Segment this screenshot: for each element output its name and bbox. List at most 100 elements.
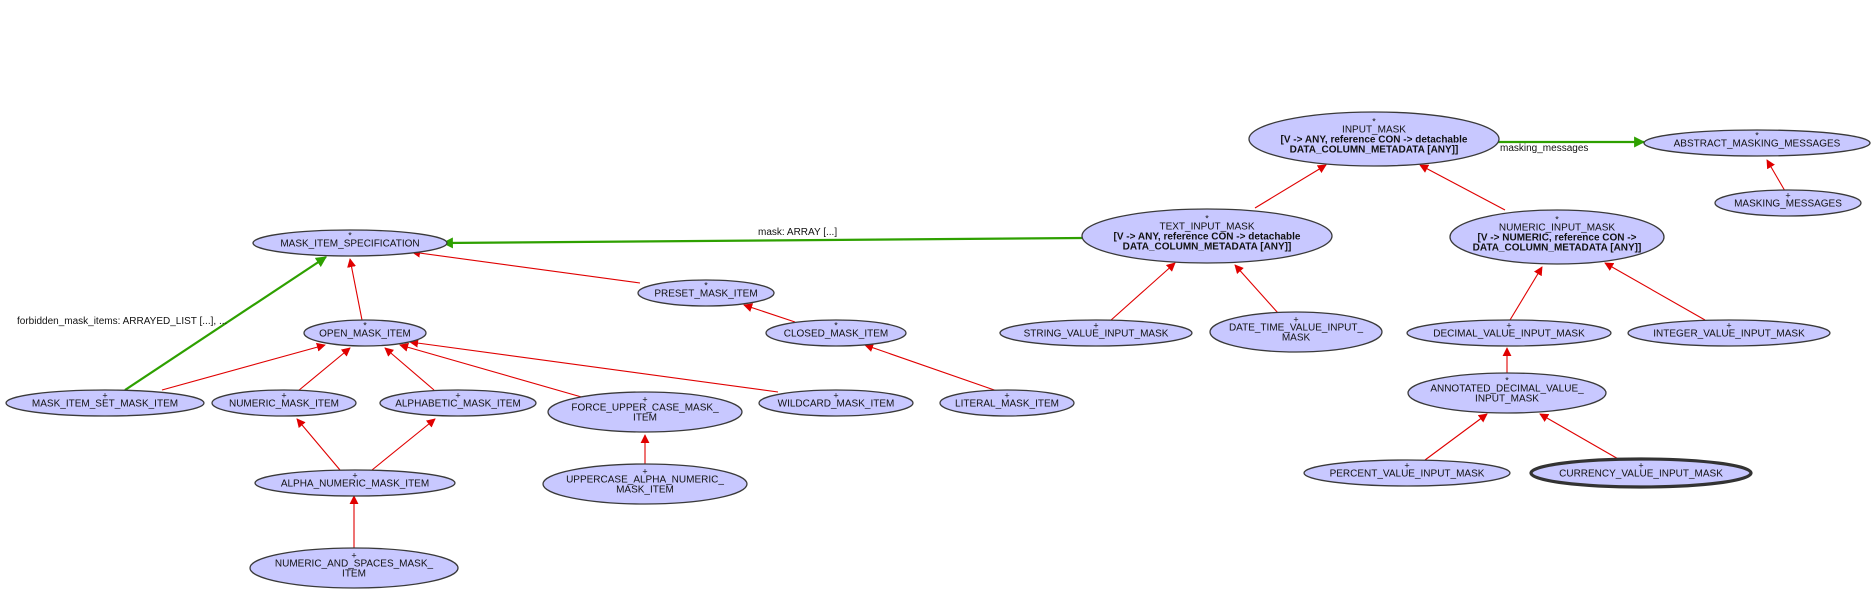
class-node-marker: + [642,395,647,405]
class-node-percent-value-input-mask[interactable]: +PERCENT_VALUE_INPUT_MASK [1303,459,1511,487]
class-node-string-value-input-mask[interactable]: +STRING_VALUE_INPUT_MASK [999,319,1193,347]
class-node-marker: + [1004,391,1009,401]
inherit-edge[interactable] [1419,164,1506,211]
class-node-shape[interactable] [249,547,459,589]
inheritance-edges [161,159,1786,550]
mask-edge[interactable] [441,236,1085,249]
class-node-label: WILDCARD_MASK_ITEM [778,399,895,410]
class-node-shape[interactable] [547,391,743,433]
class-node-mask-item-set-mask-item[interactable]: +MASK_ITEM_SET_MASK_ITEM [5,389,205,417]
class-node-masking-messages[interactable]: +MASKING_MESSAGES [1714,189,1862,217]
inherit-edge[interactable] [743,303,796,323]
class-node-shape[interactable] [1248,111,1500,167]
inherit-edge[interactable] [384,347,435,391]
class-node-numeric-input-mask[interactable]: *NUMERIC_INPUT_MASK[V -> NUMERIC, refere… [1449,209,1665,265]
class-node-shape[interactable] [1449,209,1665,265]
class-node-marker: + [455,391,460,401]
class-node-shape[interactable] [5,389,205,417]
class-node-integer-value-input-mask[interactable]: +INTEGER_VALUE_INPUT_MASK [1627,319,1831,347]
class-node-label: DATE_TIME_VALUE_INPUT_ [1229,323,1364,334]
class-node-shape[interactable] [1406,319,1612,347]
class-node-label: PERCENT_VALUE_INPUT_MASK [1330,469,1485,480]
class-node-shape[interactable] [379,389,537,417]
class-node-shape[interactable] [939,389,1075,417]
class-node-label: STRING_VALUE_INPUT_MASK [1024,329,1169,340]
inherit-edge[interactable] [1109,262,1176,322]
class-node-label: ANNOTATED_DECIMAL_VALUE_ [1430,384,1584,395]
inherit-edge[interactable] [1424,413,1488,461]
inherit-edge[interactable] [1509,266,1543,321]
class-node-annotated-decimal-value-input-mask[interactable]: *ANNOTATED_DECIMAL_VALUE_INPUT_MASK [1407,372,1607,414]
class-node-shape[interactable] [254,469,456,497]
class-node-label: DATA_COLUMN_METADATA [ANY]] [1123,242,1292,253]
inherit-edge[interactable] [297,347,351,392]
class-node-marker: + [1726,321,1731,331]
class-node-literal-mask-item[interactable]: +LITERAL_MASK_ITEM [939,389,1075,417]
class-node-shape[interactable] [1529,457,1753,489]
class-node-closed-mask-item[interactable]: *CLOSED_MASK_ITEM [765,319,907,347]
class-node-input-mask[interactable]: *INPUT_MASK[V -> ANY, reference CON -> d… [1248,111,1500,167]
class-node-currency-value-input-mask[interactable]: +CURRENCY_VALUE_INPUT_MASK [1529,457,1753,489]
class-node-label: ABSTRACT_MASKING_MESSAGES [1674,139,1841,150]
class-node-text-input-mask[interactable]: *TEXT_INPUT_MASK[V -> ANY, reference CON… [1081,208,1333,264]
class-node-label: MASK_ITEM_SPECIFICATION [280,239,419,250]
class-node-marker: + [1404,461,1409,471]
class-node-alphabetic-mask-item[interactable]: +ALPHABETIC_MASK_ITEM [379,389,537,417]
class-node-shape[interactable] [211,389,357,417]
class-node-marker: + [833,391,838,401]
class-node-shape[interactable] [1303,459,1511,487]
class-node-abstract-masking-messages[interactable]: *ABSTRACT_MASKING_MESSAGES [1643,129,1871,157]
class-node-date-time-value-input-mask[interactable]: +DATE_TIME_VALUE_INPUT_MASK [1209,311,1383,353]
class-node-shape[interactable] [252,229,448,257]
class-node-shape[interactable] [758,389,914,417]
class-node-shape[interactable] [1407,372,1607,414]
client-edges [124,136,1646,391]
inherit-edge[interactable] [409,338,779,393]
class-node-shape[interactable] [637,279,775,307]
class-node-decimal-value-input-mask[interactable]: +DECIMAL_VALUE_INPUT_MASK [1406,319,1612,347]
class-node-label: TEXT_INPUT_MASK [1159,222,1254,233]
inherit-edge[interactable] [161,342,326,391]
class-node-shape[interactable] [1714,189,1862,217]
class-node-label: INPUT_MASK [1475,394,1539,405]
inherit-edge[interactable] [1604,262,1706,321]
class-node-shape[interactable] [542,463,748,505]
class-node-shape[interactable] [999,319,1193,347]
class-node-label: ALPHABETIC_MASK_ITEM [395,399,521,410]
mask-edge-label: mask: ARRAY [...] [758,227,837,238]
forbidden-mask-items-edge[interactable] [124,256,327,391]
inherit-edge[interactable] [296,418,341,471]
class-node-numeric-mask-item[interactable]: +NUMERIC_MASK_ITEM [211,389,357,417]
class-node-shape[interactable] [1081,208,1333,264]
class-node-shape[interactable] [765,319,907,347]
inherit-edge[interactable] [1254,164,1327,209]
class-node-shape[interactable] [303,319,427,347]
class-node-label: ITEM [633,413,657,424]
class-node-open-mask-item[interactable]: *OPEN_MASK_ITEM [303,319,427,347]
class-node-marker: + [1638,461,1643,471]
class-node-force-upper-case-mask-item[interactable]: +FORCE_UPPER_CASE_MASK_ITEM [547,391,743,433]
inherit-edge[interactable] [1539,413,1621,461]
class-node-alpha-numeric-mask-item[interactable]: +ALPHA_NUMERIC_MASK_ITEM [254,469,456,497]
class-node-shape[interactable] [1627,319,1831,347]
class-node-marker: * [1755,131,1759,141]
inherit-edge[interactable] [864,343,1001,393]
class-node-label: OPEN_MASK_ITEM [319,329,411,340]
class-node-label: LITERAL_MASK_ITEM [955,399,1059,410]
inherit-edge[interactable] [1234,264,1279,314]
inherit-edge[interactable] [399,342,586,399]
class-node-numeric-and-spaces-mask-item[interactable]: +NUMERIC_AND_SPACES_MASK_ITEM [249,547,459,589]
class-node-shape[interactable] [1643,129,1871,157]
class-node-wildcard-mask-item[interactable]: +WILDCARD_MASK_ITEM [758,389,914,417]
inherit-edge[interactable] [411,248,641,284]
inherit-edge[interactable] [1766,159,1786,192]
class-node-label: NUMERIC_INPUT_MASK [1499,223,1615,234]
class-node-uppercase-alpha-numeric-mask-item[interactable]: +UPPERCASE_ALPHA_NUMERIC_MASK_ITEM [542,463,748,505]
inherit-edge[interactable] [347,258,363,321]
class-node-marker: * [348,231,352,241]
class-node-mask-item-specification[interactable]: *MASK_ITEM_SPECIFICATION [252,229,448,257]
class-node-preset-mask-item[interactable]: *PRESET_MASK_ITEM [637,279,775,307]
class-node-shape[interactable] [1209,311,1383,353]
inherit-edge[interactable] [371,418,436,471]
